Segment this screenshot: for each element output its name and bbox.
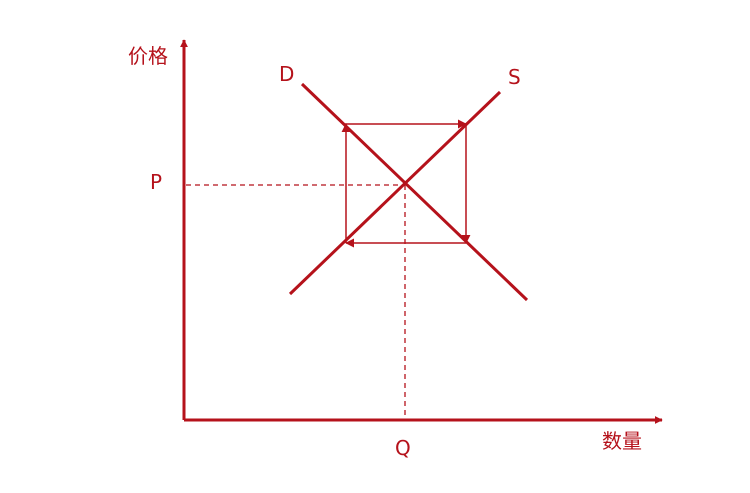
supply-label: S	[508, 65, 521, 89]
demand-label: D	[279, 62, 295, 86]
x-axis-label: 数量	[602, 429, 642, 453]
quantity-label: Q	[395, 436, 411, 460]
y-axis-label: 价格	[128, 44, 168, 68]
supply-curve	[288, 90, 502, 296]
price-label: P	[150, 170, 163, 194]
demand-curve	[300, 82, 529, 302]
